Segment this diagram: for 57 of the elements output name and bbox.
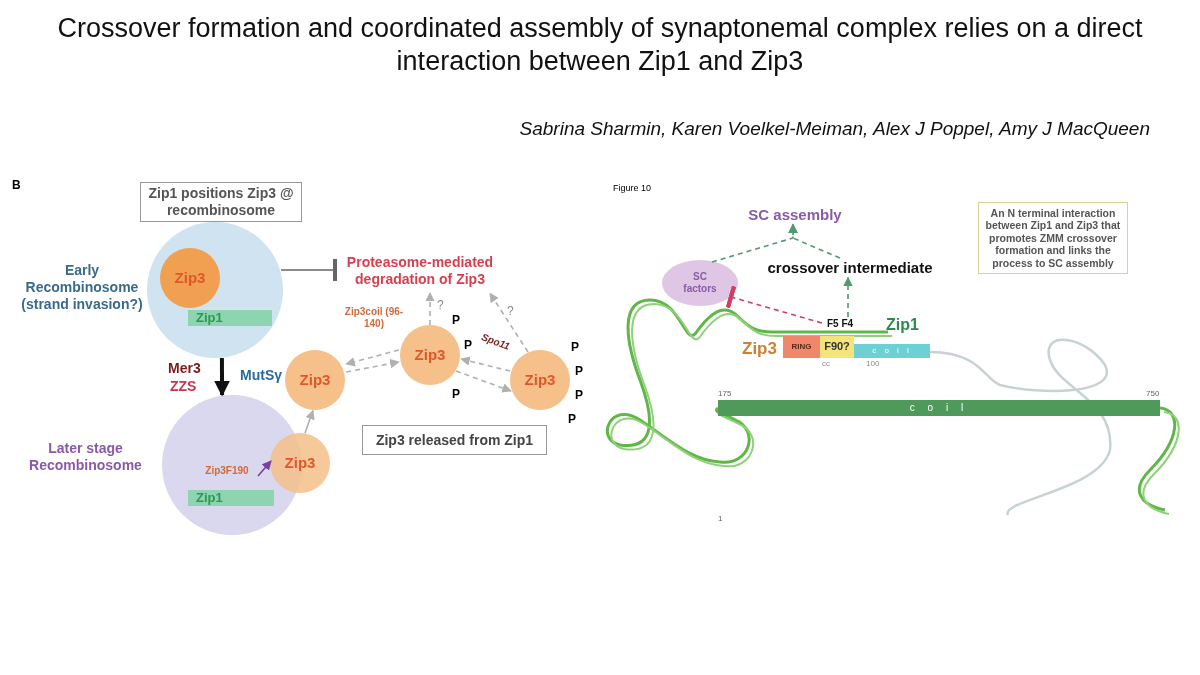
stage-label: Later stage Recombinosome [28, 440, 143, 474]
protein-bar: Zip1 [188, 310, 272, 326]
outcome-label: SC assembly [745, 205, 845, 224]
note-box: An N terminal interaction between Zip1 and Zip3 that promotes ZMM crossover formation and links the process to SC assembly [978, 202, 1128, 274]
factor-label: ZZS [170, 378, 197, 394]
arrow [304, 409, 315, 434]
author-list: Sabrina Sharmin, Karen Voelkel-Meiman, Alex J Poppel, Amy J MacQueen [420, 118, 1150, 140]
dashed-arrow [788, 223, 841, 259]
note-box: Zip3 released from Zip1 [362, 425, 547, 455]
residue-label: Zip3F190 [196, 464, 258, 478]
dashed-arrow [460, 356, 511, 372]
panel-letter: B [12, 178, 21, 192]
protein-circle: Zip3 [285, 350, 345, 410]
arrow [214, 358, 230, 397]
stage-label: Early Recombinosome (strand invasion?) [20, 262, 144, 313]
residue-number: 100 [866, 359, 880, 368]
protein-label: Zip1 [886, 316, 919, 334]
residue-number: 750 [1146, 389, 1160, 398]
phosphate-label: P [464, 338, 472, 352]
residue-number: 1 [718, 514, 723, 523]
protein-label: Zip3 [742, 339, 777, 359]
phosphate-label: P [568, 412, 576, 426]
protein-bar: Zip1 [188, 490, 274, 506]
domain-bar: F90? [820, 336, 854, 358]
arrow [257, 460, 272, 477]
figure-label: Figure 10 [613, 183, 652, 193]
factor-ellipse: SC factors [662, 260, 738, 306]
process-label: Proteasome-mediated degradation of Zip3 [335, 250, 505, 292]
phosphate-label: P [575, 364, 583, 378]
edge-label: ? [436, 298, 445, 312]
kinase-label: Spo11 [480, 331, 512, 352]
factor-label: Mer3 [168, 360, 201, 376]
dashed-arrow [425, 291, 435, 326]
phosphate-label: P [575, 388, 583, 402]
dashed-arrow [843, 276, 853, 318]
title: Crossover formation and coordinated assembly of synaptonemal complex relies on a direct interaction between Zip1 and Zip3 [56, 12, 1144, 78]
residue-number: cc [822, 359, 830, 368]
phosphate-label: P [452, 387, 460, 401]
phosphate-label: P [452, 313, 460, 327]
dashed-arrow [489, 292, 529, 353]
factor-label: MutSγ [240, 367, 282, 383]
coil-domain-bar: c o i l [854, 344, 930, 358]
residue-number: 175 [718, 389, 732, 398]
dashed-inhibition-line [725, 285, 823, 324]
inhibition-line [280, 258, 338, 282]
edge-label: ? [506, 304, 515, 318]
coil-domain-bar: c o i l [718, 400, 1160, 416]
residue-label: F5 F4 [819, 317, 861, 330]
note-box: Zip1 positions Zip3 @ recombinosome [140, 182, 302, 222]
dashed-arrow [455, 370, 512, 393]
phosphate-label: P [571, 340, 579, 354]
protein-circle: Zip3 [510, 350, 570, 410]
ring-domain-bar: RING [783, 336, 820, 358]
protein-circle: Zip3 [400, 325, 460, 385]
outcome-label: crossover intermediate [760, 258, 940, 277]
dashed-arrow [345, 358, 400, 373]
dashed-arrow [345, 349, 400, 367]
